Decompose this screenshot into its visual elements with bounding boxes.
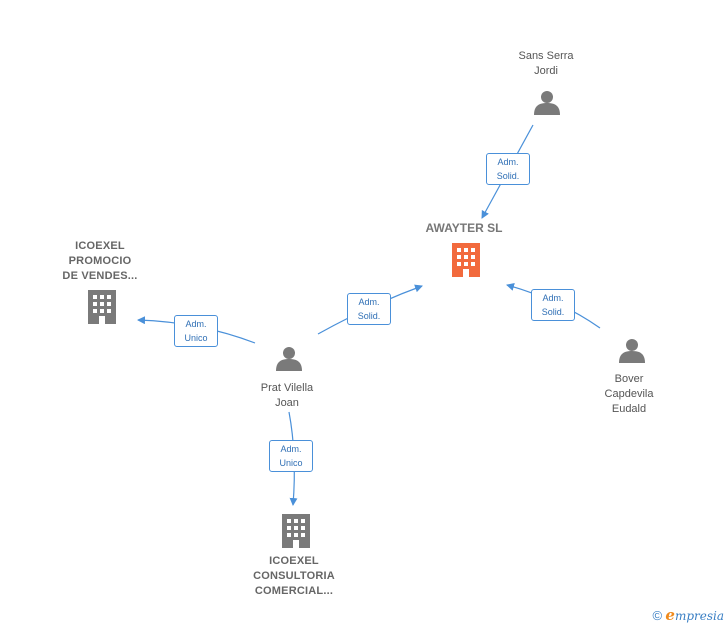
edge-label-prat-to-main: Adm. Solid. [347,293,391,325]
edge-label-line1: Adm. [185,319,207,329]
edge-label-line2: Solid. [541,307,565,317]
bover-line1: Bover [614,373,644,385]
edge-label-line1: Adm. [280,444,302,454]
main-company-label[interactable]: AWAYTER SL [404,221,524,236]
prat-vilella-line2: Joan [275,397,299,409]
empresia-watermark: © empresia [652,606,724,624]
edge-label-line1: Adm. [542,293,564,303]
icoexel-promocio-line3: DE VENDES... [62,270,138,282]
person-icon-prat-vilella[interactable] [276,347,302,371]
bover-line2: Capdevila [604,388,654,400]
prat-vilella-label[interactable]: Prat Vilella Joan [235,381,339,411]
icoexel-consultoria-line1: ICOEXEL [269,555,319,567]
sans-serra-label[interactable]: Sans Serra Jordi [494,49,598,79]
sans-serra-line2: Jordi [534,65,558,77]
icoexel-promocio-line1: ICOEXEL [75,240,125,252]
prat-vilella-line1: Prat Vilella [260,382,314,394]
main-company-name: AWAYTER SL [425,221,503,235]
brand-initial: e [665,606,675,624]
main-company-building-icon[interactable] [452,243,480,277]
icoexel-promocio-line2: PROMOCIO [68,255,132,267]
edge-label-bover-to-main: Adm. Solid. [531,289,575,321]
icoexel-consultoria-line3: COMERCIAL... [254,585,334,597]
icoexel-promocio-label[interactable]: ICOEXEL PROMOCIO DE VENDES... [40,239,160,284]
edge-label-line1: Adm. [358,297,380,307]
edge-label-line1: Adm. [497,157,519,167]
bover-label[interactable]: Bover Capdevila Eudald [577,372,681,417]
icoexel-consultoria-label[interactable]: ICOEXEL CONSULTORIA COMERCIAL... [234,554,354,599]
edge-label-line2: Unico [184,333,208,343]
edge-label-sans-to-main: Adm. Solid. [486,153,530,185]
building-icon-icoexel-consultoria[interactable] [282,514,310,548]
edge-label-prat-to-consultoria: Adm. Unico [269,440,313,472]
empresia-logo: empresia [665,606,724,624]
building-icon-icoexel-promocio[interactable] [88,290,116,324]
brand-rest: mpresia [674,609,724,623]
edge-label-line2: Solid. [357,311,381,321]
person-icon-bover[interactable] [619,339,645,363]
edge-label-prat-to-promocio: Adm. Unico [174,315,218,347]
icoexel-consultoria-line2: CONSULTORIA [253,570,335,582]
edge-label-line2: Solid. [496,171,520,181]
bover-line3: Eudald [611,403,647,415]
copyright-symbol: © [652,608,663,623]
sans-serra-line1: Sans Serra [518,50,574,62]
person-icon-sans-serra[interactable] [534,91,560,115]
edge-label-line2: Unico [279,458,303,468]
